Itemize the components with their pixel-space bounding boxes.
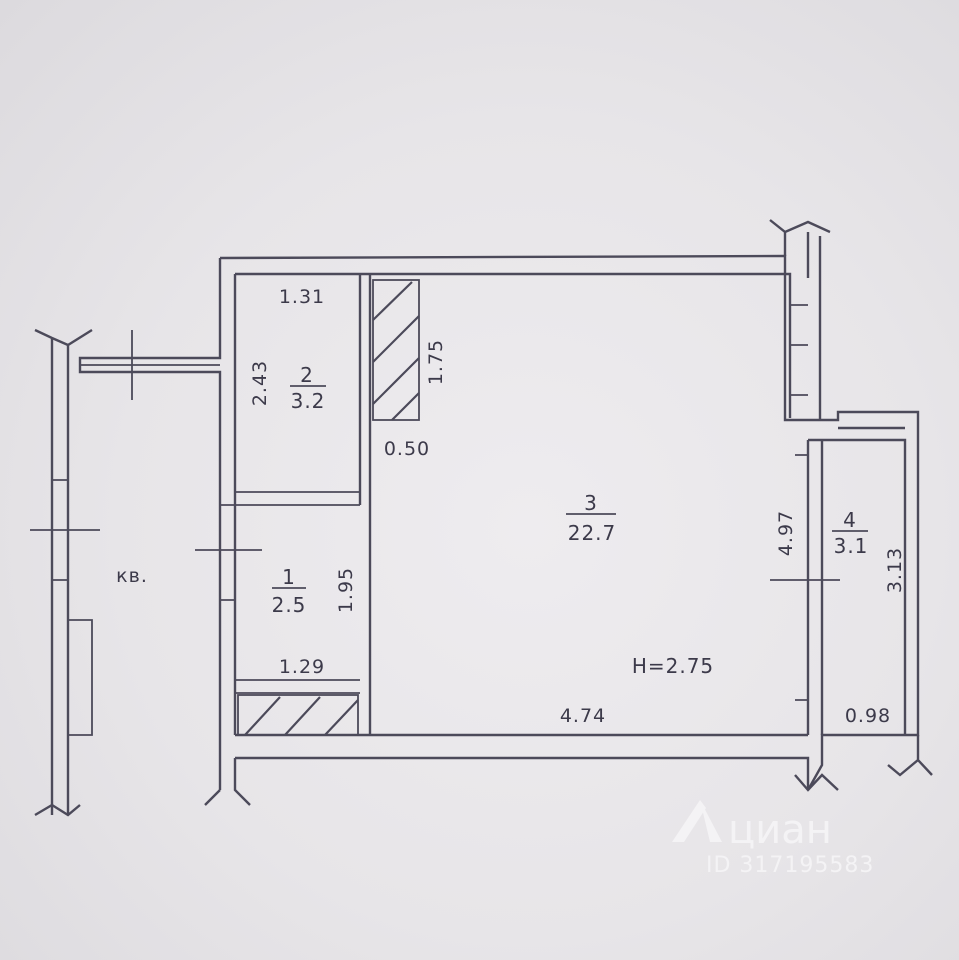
cian-logo-icon <box>672 800 722 842</box>
ceiling-height: H=2.75 <box>632 654 714 678</box>
outer-wall-main <box>219 254 920 791</box>
neighbor-apartment-label: кв. <box>116 565 148 587</box>
room-3-area: 22.7 <box>568 521 617 545</box>
dim-r1-length: 1.95 <box>335 567 357 613</box>
neighbor-wall-left <box>50 338 70 815</box>
east-wall-outer <box>806 232 822 420</box>
room1-door-tick <box>195 504 262 601</box>
room-3-label: 3 22.7 <box>566 491 616 545</box>
dimension-labels: 1.31 2.43 1.75 0.50 1.95 1.29 4.97 4.74 … <box>116 286 906 727</box>
room-1-label: 1 2.5 <box>272 565 307 617</box>
room-1-area: 2.5 <box>272 593 307 617</box>
top-wall-break <box>769 219 831 256</box>
dim-r2-width: 1.31 <box>279 286 325 308</box>
room-4-number: 4 <box>843 508 857 532</box>
shaft-outline <box>372 279 420 421</box>
room-4-area: 3.1 <box>834 534 869 558</box>
watermark: циан ID 317195583 <box>672 800 874 878</box>
balcony-wall <box>806 426 907 735</box>
neighbor-door-tick <box>30 479 100 581</box>
walls <box>30 219 920 817</box>
window-east <box>790 304 808 396</box>
room-4-label: 4 3.1 <box>832 508 868 558</box>
left-door-tick <box>80 330 220 400</box>
dim-r2-length: 2.43 <box>249 360 271 406</box>
dim-r3-length: 4.97 <box>775 510 797 556</box>
dim-r4-width: 0.98 <box>845 705 891 727</box>
room-1-number: 1 <box>282 565 296 589</box>
room-2-label: 2 3.2 <box>290 363 326 413</box>
partitions <box>235 274 933 792</box>
partition-r2-r1 <box>235 491 360 506</box>
dim-shaft-width: 0.50 <box>384 438 430 460</box>
room-2-number: 2 <box>300 363 314 387</box>
inner-wall-main <box>235 272 792 418</box>
watermark-id: ID 317195583 <box>706 853 874 878</box>
balcony-break <box>887 735 933 777</box>
neighbor-window-mark <box>68 619 93 736</box>
ventilation-shaft <box>372 279 420 421</box>
room-2-area: 3.2 <box>291 389 326 413</box>
dim-shaft-height: 1.75 <box>425 339 447 385</box>
bottom-wall <box>235 733 810 790</box>
partition-r1-bottom <box>235 679 360 694</box>
dim-r4-length: 3.13 <box>884 547 906 593</box>
balcony-door-tick <box>770 454 840 701</box>
left-wall-outer <box>78 258 222 790</box>
bottom-left-break <box>204 758 251 806</box>
neighbor-wall-break-top <box>34 328 93 347</box>
watermark-brand: циан <box>728 807 832 853</box>
neighbor-wall-break-bottom <box>34 803 81 817</box>
room-3-number: 3 <box>584 491 598 515</box>
dim-r3-width: 4.74 <box>560 705 606 727</box>
dim-r1-width: 1.29 <box>279 656 325 678</box>
hatched-block-outline <box>237 694 359 736</box>
bottom-right-break <box>794 773 839 792</box>
hatched-block <box>237 694 359 736</box>
